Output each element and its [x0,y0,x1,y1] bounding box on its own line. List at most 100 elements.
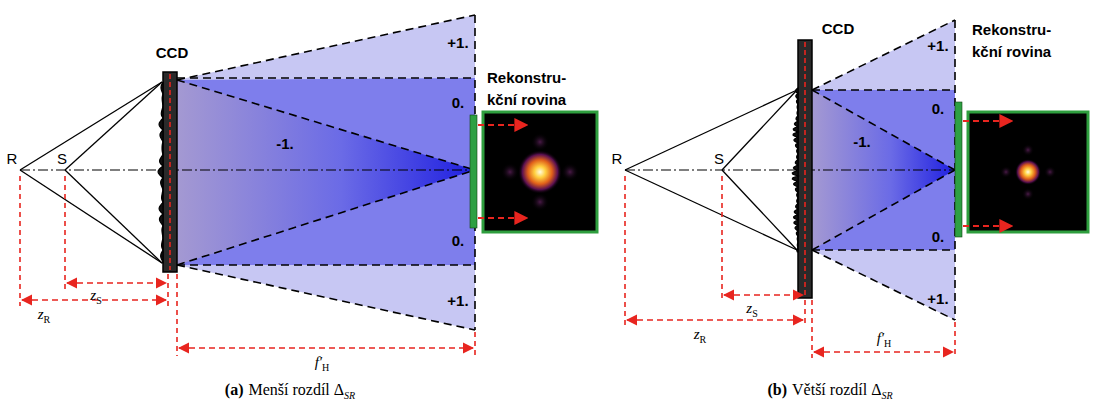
illustration-part [177,78,475,265]
label-group: S [57,150,67,167]
point-label: S [714,150,724,167]
illustration-part [804,42,806,296]
illustration-part [64,176,66,290]
order-label: +1. [447,34,468,51]
ccd-sensor-b [798,40,812,298]
hologram-profile-b [792,88,798,252]
illustration-part [531,133,549,151]
label-group: -1. [853,133,871,150]
illustration-part [518,150,562,194]
order-label: 0. [452,94,465,111]
illustration-part [65,82,162,170]
order-label: -1. [853,133,871,150]
label-group: +1. [927,37,948,54]
dimensions-b [625,176,955,358]
order-label: +1. [447,292,468,309]
caption-subscript: SR [881,390,892,401]
illustration-part [20,170,162,263]
illustration-part [177,80,475,265]
illustration-part [177,80,475,170]
dimension-label: z [746,300,752,317]
caption-text: Menší rozdíl Δ [248,381,344,399]
label-group: 0. [452,232,465,249]
illustration-part [478,124,527,126]
illustration-part [1000,166,1012,178]
order-label: 0. [932,100,945,117]
order-label: 0. [932,228,945,245]
order-label: +1. [927,37,948,54]
illustration-part [627,319,803,321]
illustration-part [501,163,519,181]
caption-text: Větší rozdíl Δ [792,381,881,399]
dimension-subscript: H [884,338,891,349]
illustration-part [812,249,955,251]
illustration-part [483,112,597,232]
illustration-part [721,176,723,301]
sensor-label: CCD [822,20,855,37]
illustration-part [1044,166,1056,178]
illustration-part [812,20,955,90]
point-label: S [57,150,67,167]
illustration-part [177,170,475,265]
label-group: CCD [156,44,189,61]
label-group: f′H [315,354,330,371]
illustration-part [561,163,579,181]
label-group: R [7,150,18,167]
illustration-part [20,176,475,356]
illustration-part [724,294,803,296]
illustration-part [478,217,527,219]
hologram-relief [792,88,798,252]
label-group: +1. [927,290,948,307]
illustration-part [811,300,813,358]
dimensions-a [20,176,475,356]
label-group: (b)Větší rozdíl ΔSR [767,381,892,399]
illustration-part [19,176,21,306]
illustration-part [812,170,955,250]
illustration-part [812,90,955,170]
label-group: 0. [932,100,945,117]
illustration-part [20,82,162,170]
reconstruction-plane-b [955,102,962,237]
order-label: +1. [927,290,948,307]
point-label: R [612,150,623,167]
reconstruction-plane-a [470,115,477,228]
illustration-part [65,170,162,263]
illustration-part [963,120,1012,122]
label-group: f′H [877,330,892,347]
illustration-part [176,274,178,356]
dimension-subscript: S [96,295,102,306]
optical-axis-a [20,169,475,170]
label-group: (a)Menší rozdíl ΔSR [225,381,355,399]
sensor-label: CCD [156,44,189,61]
illustration-part [722,170,797,250]
label-group: zS [746,300,757,317]
label-group: S [714,150,724,167]
hologram-relief [158,82,163,263]
dimension-label: z [694,326,700,343]
illustration-part [625,176,955,358]
caption-tag: (a) [225,381,244,399]
dimension-label: z [38,306,44,323]
illustration-part [627,295,953,352]
dimension-label: z [90,287,96,304]
dimension-subscript: H [322,362,329,373]
illustration-part [177,77,475,79]
label-group: Rekonstru- kční rovina [972,19,1072,63]
dimension-label: f′ [877,330,884,347]
illustration-part [1015,159,1041,185]
plane-label: Rekonstru- kční rovina [487,67,587,111]
illustration-part [722,90,797,170]
illustration-part [177,265,475,330]
reconstruction-image-a [483,112,597,232]
diffraction-orders-a [177,15,475,330]
illustration-part [812,89,955,91]
shift-arrows-b [963,121,1012,226]
plane-label: Rekonstru- kční rovina [972,19,1072,63]
label-group: R [612,150,623,167]
label-group: +1. [447,34,468,51]
hologram-profile-a [158,82,163,263]
label-group: zR [694,326,707,343]
illustration-part [625,90,797,170]
